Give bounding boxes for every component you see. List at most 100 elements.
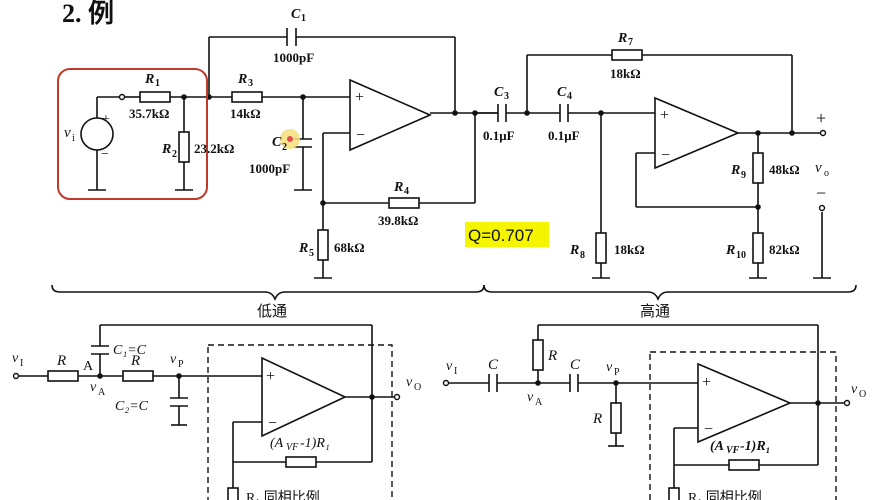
svg-text:A: A [535,397,543,408]
svg-text:C: C [570,357,581,373]
svg-text:O: O [859,389,866,400]
svg-text:39.8kΩ: 39.8kΩ [378,213,418,228]
svg-text:−: − [101,147,109,162]
svg-text:C: C [272,135,282,150]
svg-text:v: v [90,380,97,395]
svg-text:14kΩ: 14kΩ [230,106,261,121]
svg-text:18kΩ: 18kΩ [614,242,645,257]
resistor-r4 [388,197,420,209]
svg-text:18kΩ: 18kΩ [610,66,641,81]
resistor-r9 [752,152,764,184]
svg-text:R: R [617,31,627,46]
output-vo: + v o − [815,108,829,203]
svg-text:v: v [12,351,19,366]
svg-text:(A: (A [270,436,284,451]
svg-text:-1)R₁: -1)R₁ [300,436,330,451]
svg-text:9: 9 [741,170,746,181]
svg-text:o: o [824,168,829,179]
svg-text:C: C [291,7,301,22]
resistor-r5 [317,229,329,261]
svg-text:2: 2 [282,142,287,153]
svg-text:I: I [454,366,457,377]
svg-text:i: i [72,133,75,144]
capacitor-c4 [559,104,569,122]
svg-text:R: R [592,411,602,427]
svg-text:35.7kΩ: 35.7kΩ [129,106,169,121]
svg-text:−: − [704,421,713,438]
svg-text:v: v [527,390,534,405]
svg-text:5: 5 [309,248,314,259]
svg-text:(A: (A [710,439,724,454]
resistor-r7 [611,49,643,61]
svg-text:−: − [356,127,365,144]
svg-text:68kΩ: 68kΩ [334,240,365,255]
q-label: Q=0.707 [468,226,534,245]
svg-text:R: R [547,348,557,364]
svg-text:+: + [816,108,826,128]
svg-text:C: C [557,85,567,100]
svg-text:O: O [414,382,421,393]
resistor-r2 [178,131,190,163]
svg-text:v: v [815,160,822,176]
voltage-source-vi: + − v i [64,112,114,162]
svg-text:+: + [355,89,364,106]
svg-text:R: R [161,142,171,157]
svg-text:v: v [64,125,71,141]
bottom-highpass: + − [442,324,851,500]
svg-text:C₂=C: C₂=C [115,399,149,414]
svg-text:R: R [393,180,403,195]
svg-text:v: v [170,352,177,367]
brace-lowpass [51,284,485,302]
svg-text:C: C [488,357,499,373]
svg-text:R: R [569,243,579,258]
svg-text:1000pF: 1000pF [249,161,290,176]
svg-text:82kΩ: 82kΩ [769,242,800,257]
svg-text:R: R [237,72,247,87]
svg-text:VF: VF [726,445,740,456]
highpass-junctions [524,110,827,212]
svg-text:4: 4 [567,91,572,102]
svg-text:C₁=C: C₁=C [113,343,147,358]
lowpass-junctions [118,93,478,206]
svg-text:R: R [144,72,154,87]
svg-text:+: + [702,374,711,391]
section-high-label: 高通 [640,303,670,320]
svg-text:48kΩ: 48kΩ [769,162,800,177]
svg-text:+: + [102,112,110,127]
capacitor-c3 [497,104,507,122]
brace-highpass [483,284,857,302]
op-amp-2: + − [654,96,741,170]
resistor-r8 [595,232,607,264]
svg-text:P: P [614,367,620,378]
svg-text:R₁ 同相比例: R₁ 同相比例 [688,490,762,500]
svg-text:8: 8 [580,250,585,261]
svg-text:C: C [494,85,504,100]
svg-text:P: P [178,359,184,370]
svg-text:−: − [661,147,670,164]
svg-text:I: I [20,358,23,369]
svg-text:R: R [298,241,308,256]
lowpass-wires [88,36,498,279]
svg-text:7: 7 [628,37,633,48]
svg-text:1000pF: 1000pF [273,50,314,65]
svg-text:R₁ 同相比例: R₁ 同相比例 [246,490,320,500]
resistor-r3 [231,91,263,103]
svg-text:−: − [816,183,826,203]
capacitor-c1 [286,28,297,46]
svg-text:+: + [660,107,669,124]
svg-text:4: 4 [404,186,409,197]
page-title: 2. 例 [62,0,114,28]
svg-text:1: 1 [155,78,160,89]
svg-text:v: v [606,360,613,375]
svg-text:R: R [730,163,740,178]
svg-text:3: 3 [504,91,509,102]
resistor-r10 [752,232,764,264]
svg-text:3: 3 [248,78,253,89]
svg-text:0.1μF: 0.1μF [483,128,515,143]
q-highlight [465,222,549,247]
op-amp-1: + − [349,78,432,152]
svg-text:2: 2 [172,149,177,160]
highlight-box [57,68,208,200]
svg-text:A: A [98,387,106,398]
